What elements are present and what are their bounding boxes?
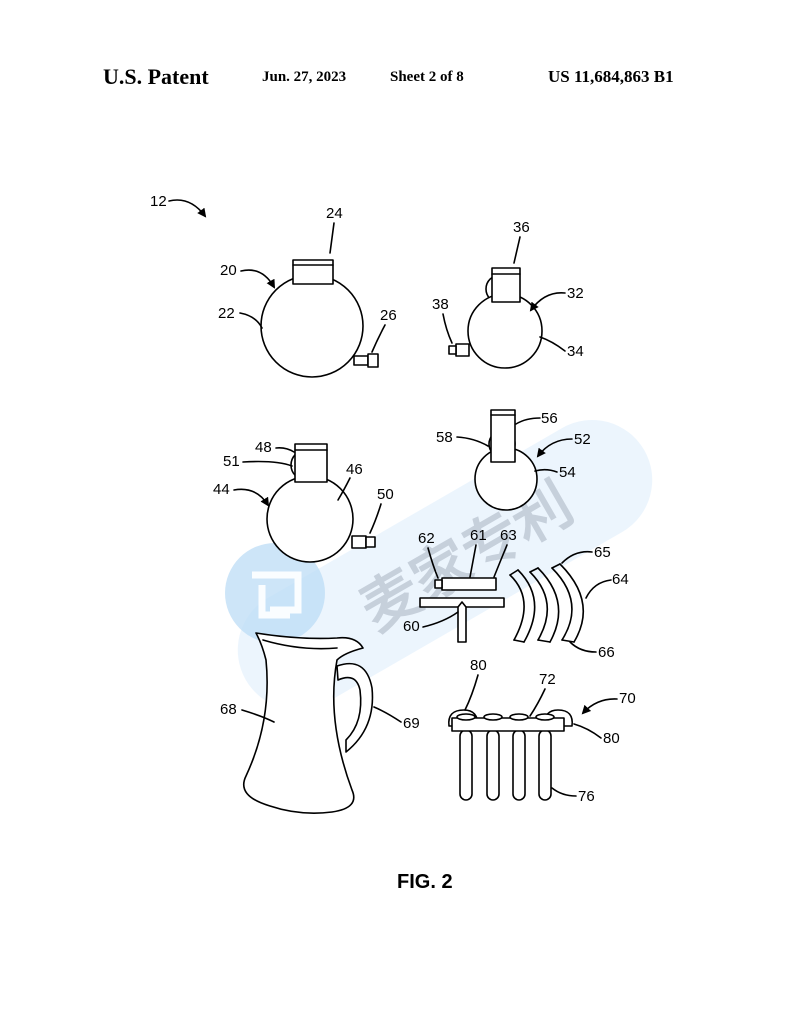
- figure-caption: FIG. 2: [397, 871, 453, 893]
- ref-63: 63: [500, 527, 517, 544]
- ref-36: 36: [513, 219, 530, 236]
- ref-54: 54: [559, 464, 576, 481]
- ref-64: 64: [612, 571, 629, 588]
- ref-22: 22: [218, 305, 235, 322]
- ref-20: 20: [220, 262, 237, 279]
- ref-52: 52: [574, 431, 591, 448]
- ref-69: 69: [403, 715, 420, 732]
- sheet-number: Sheet 2 of 8: [390, 69, 464, 85]
- ref-61: 61: [470, 527, 487, 544]
- patent-label: U.S. Patent: [103, 64, 209, 89]
- ref-68: 68: [220, 701, 237, 718]
- round-flask-20: 24 20 22 26: [218, 205, 397, 378]
- ref-12: 12: [150, 193, 167, 210]
- ref-32: 32: [567, 285, 584, 302]
- ref-58: 58: [436, 429, 453, 446]
- ref-72: 72: [539, 671, 556, 688]
- round-flask-32: 36 32 38 34: [432, 219, 584, 369]
- ref-65: 65: [594, 544, 611, 561]
- ref-44: 44: [213, 481, 230, 498]
- pitcher-68: 68 69: [220, 632, 420, 814]
- ref-51: 51: [223, 453, 240, 470]
- patent-header: U.S. Patent Jun. 27, 2023 Sheet 2 of 8 U…: [0, 64, 800, 94]
- ref-50: 50: [377, 486, 394, 503]
- ref-70: 70: [619, 690, 636, 707]
- ref-38: 38: [432, 296, 449, 313]
- ref-80-right: 80: [603, 730, 620, 747]
- round-flask-44: 48 51 46 44 50: [213, 439, 394, 563]
- ref-46: 46: [346, 461, 363, 478]
- ref-76: 76: [578, 788, 595, 805]
- ref-80-top: 80: [470, 657, 487, 674]
- separator-assembly-60: 62 61 63 60: [403, 527, 517, 643]
- patent-date: Jun. 27, 2023: [262, 69, 347, 85]
- ref-66: 66: [598, 644, 615, 661]
- ref-62: 62: [418, 530, 435, 547]
- ref-60: 60: [403, 618, 420, 635]
- ref-24: 24: [326, 205, 343, 222]
- ref-26: 26: [380, 307, 397, 324]
- ref-56: 56: [541, 410, 558, 427]
- tube-rack-70: 80 72 70 80 76: [447, 657, 636, 805]
- watermark-logo-icon: [225, 543, 325, 643]
- ref-48: 48: [255, 439, 272, 456]
- round-flask-52: 56 58 52 54: [436, 409, 591, 511]
- patent-number: US 11,684,863 B1: [548, 67, 674, 86]
- ref-34: 34: [567, 343, 584, 360]
- bent-tubes-64: 65 64 66: [509, 544, 629, 661]
- assembly-12-pointer: 12: [150, 193, 207, 218]
